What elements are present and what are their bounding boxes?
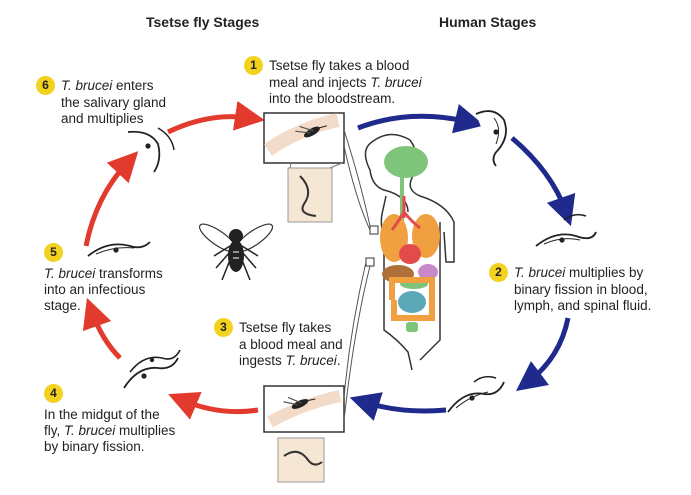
step-4-line2a: fly, [44, 423, 64, 438]
trypanosome-icon [299, 175, 317, 217]
trypanosome-icon [283, 450, 323, 466]
step-4: 4 In the midgut of the fly, T. brucei mu… [44, 384, 175, 455]
trypanosome-icon [123, 349, 181, 389]
tsetse-fly-icon [198, 223, 274, 281]
step-3-line2: a blood meal and [239, 337, 343, 352]
step-6-line1b: enters [112, 78, 154, 93]
step-2-line1a: T. brucei [514, 265, 566, 280]
step-2-badge: 2 [489, 263, 508, 282]
right-lung [412, 214, 440, 258]
trachea [390, 196, 421, 231]
tsetse-fly-icon [283, 396, 316, 409]
step-4-line2c: multiplies [115, 423, 176, 438]
small-intestine [398, 291, 426, 313]
step-1: 1 Tsetse fly takes a blood meal and injec… [244, 56, 422, 107]
heart [399, 244, 421, 264]
step-6-line3: and multiplies [61, 111, 144, 126]
step-1-line1: Tsetse fly takes a blood [269, 58, 410, 73]
step-6: 6 T. brucei enters the salivary gland and… [36, 76, 166, 127]
step-6-line1a: T. brucei [61, 78, 113, 93]
stomach [418, 264, 438, 280]
step-2-line1b: multiplies by [565, 265, 644, 280]
step-1-line3: into the bloodstream. [269, 91, 396, 106]
step-6-badge: 6 [36, 76, 55, 95]
bite-inset-bottom [263, 385, 345, 483]
large-intestine [389, 277, 435, 321]
step-4-line2b: T. brucei [64, 423, 116, 438]
arrow-2a-to-2b [510, 136, 576, 227]
step-3: 3 Tsetse fly takes a blood meal and inges… [214, 318, 343, 369]
step-5-badge: 5 [44, 243, 63, 262]
step-4-line3: by binary fission. [44, 439, 145, 454]
arrow-6-to-1 [166, 100, 265, 135]
step-2-line3: lymph, and spinal fluid. [514, 298, 652, 313]
step-5: 5 T. brucei transforms into an infectiou… [44, 243, 163, 314]
bladder [406, 322, 418, 332]
step-3-line3b: T. brucei [285, 353, 337, 368]
step-5-line3: stage. [44, 298, 81, 313]
step-3-line3a: ingests [239, 353, 286, 368]
step-3-line3c: . [336, 353, 341, 368]
bite-inset-top [263, 112, 345, 223]
step-3-badge: 3 [214, 318, 233, 337]
tsetse-fly-icon [295, 125, 327, 138]
arrow-2-to-2c [516, 317, 571, 392]
step-1-line2b: T. brucei [370, 75, 422, 90]
human-stages-heading: Human Stages [439, 14, 537, 30]
human-body-icon [364, 133, 455, 371]
connector-lines [343, 129, 371, 421]
arrow-1-to-2a [357, 103, 485, 134]
trypanosome-icon [127, 127, 175, 173]
trypanosome-icon [535, 213, 597, 247]
step-5-line1a: T. brucei [44, 266, 96, 281]
step-3-line1: Tsetse fly takes [239, 320, 332, 335]
step-1-badge: 1 [244, 56, 263, 75]
step-4-badge: 4 [44, 384, 63, 403]
step-6-line2: the salivary gland [61, 95, 167, 110]
trypanosome-icon [447, 375, 505, 413]
step-1-line2a: meal and injects [269, 75, 371, 90]
step-2-line2: binary fission in blood, [514, 282, 648, 297]
arrow-3-to-4 [168, 391, 259, 420]
arrow-2c-to-3 [349, 392, 447, 421]
trypanosome-icon [475, 110, 507, 167]
arrow-4-to-5 [82, 297, 122, 360]
step-4-line1: In the midgut of the [44, 407, 160, 422]
step-2: 2 T. brucei multiplies by binary fission … [489, 263, 651, 314]
arrow-5-to-6 [83, 151, 139, 247]
step-5-line2: into an infectious [44, 282, 146, 297]
trypanosome-icon [87, 241, 151, 257]
tsetse-stages-heading: Tsetse fly Stages [146, 14, 260, 30]
step-5-line1b: transforms [95, 266, 163, 281]
brain [384, 146, 428, 178]
